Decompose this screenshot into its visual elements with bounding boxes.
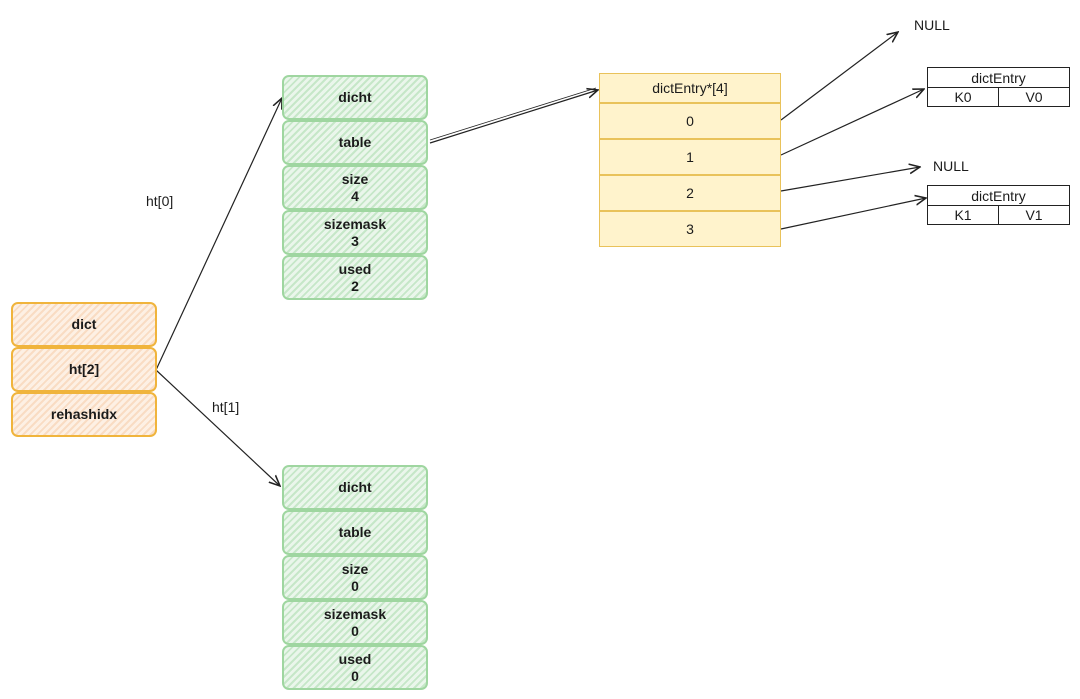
arrow-slot0	[780, 32, 898, 121]
arrow-slot1	[780, 89, 924, 156]
ht1-sizemask-cell: sizemask 0	[282, 600, 428, 645]
entry0-key-cell: K0	[927, 87, 999, 107]
ht0-sizemask-cell: sizemask 3	[282, 210, 428, 255]
edge-label-ht1: ht[1]	[212, 399, 240, 415]
null-label: NULL	[914, 17, 950, 33]
entry0-value: V0	[1025, 89, 1043, 105]
entry1-value-cell: V1	[998, 205, 1070, 225]
ht0-size-label: size	[341, 170, 369, 187]
table-array-slot-label: 0	[686, 113, 694, 129]
dict-ht-cell: ht[2]	[11, 347, 157, 392]
entry1-title: dictEntry	[971, 187, 1026, 204]
ht0-used-value: 2	[351, 277, 359, 294]
ht1-table-cell: table	[282, 510, 428, 555]
ht1-table-label: table	[338, 524, 372, 540]
entry1-header: dictEntry	[927, 185, 1070, 206]
dict-ht-label: ht[2]	[68, 361, 100, 377]
null-label: NULL	[933, 158, 969, 174]
entry0-value-cell: V0	[998, 87, 1070, 107]
table-array-header-label: dictEntry*[4]	[652, 80, 728, 96]
arrow-ht1	[155, 369, 280, 486]
edge-label-ht0: ht[0]	[146, 193, 174, 209]
ht1-sizemask-value: 0	[351, 622, 359, 639]
ht1-used-label: used	[338, 650, 372, 667]
dict-rehashidx-cell: rehashidx	[11, 392, 157, 437]
ht1-sizemask-label: sizemask	[323, 605, 387, 622]
dict-rehashidx-label: rehashidx	[50, 406, 118, 422]
table-array-slot: 3	[599, 211, 781, 247]
dict-title: dict	[71, 316, 97, 332]
entry0-header: dictEntry	[927, 67, 1070, 88]
arrow-slot3	[780, 198, 926, 230]
ht0-sizemask-value: 3	[351, 232, 359, 249]
table-array-header: dictEntry*[4]	[599, 73, 781, 103]
table-array-slot: 2	[599, 175, 781, 211]
arrow-slot2	[780, 167, 920, 192]
ht1-used-cell: used 0	[282, 645, 428, 690]
ht0-dicht-label: dicht	[338, 89, 372, 105]
table-array-slot-label: 3	[686, 221, 694, 237]
dict-title-cell: dict	[11, 302, 157, 347]
ht1-dicht-label: dicht	[338, 479, 372, 495]
ht0-used-cell: used 2	[282, 255, 428, 300]
ht1-size-value: 0	[351, 577, 359, 594]
entry0-title: dictEntry	[971, 69, 1026, 86]
ht0-sizemask-label: sizemask	[323, 215, 387, 232]
table-array-slot-label: 2	[686, 185, 694, 201]
entry0-key: K0	[954, 89, 972, 105]
ht1-used-value: 0	[351, 667, 359, 684]
entry1-key: K1	[954, 207, 972, 223]
ht0-table-label: table	[338, 134, 372, 150]
entry1-value: V1	[1025, 207, 1043, 223]
ht0-table-cell: table	[282, 120, 428, 165]
ht1-size-cell: size 0	[282, 555, 428, 600]
ht0-dicht-cell: dicht	[282, 75, 428, 120]
table-array-slot: 1	[599, 139, 781, 175]
ht0-used-label: used	[338, 260, 372, 277]
ht0-size-cell: size 4	[282, 165, 428, 210]
ht1-size-label: size	[341, 560, 369, 577]
arrow-table	[429, 90, 598, 144]
ht0-size-value: 4	[351, 187, 359, 204]
table-array-slot: 0	[599, 103, 781, 139]
table-array-slot-label: 1	[686, 149, 694, 165]
entry1-key-cell: K1	[927, 205, 999, 225]
arrow-ht0	[155, 98, 282, 371]
ht1-dicht-cell: dicht	[282, 465, 428, 510]
